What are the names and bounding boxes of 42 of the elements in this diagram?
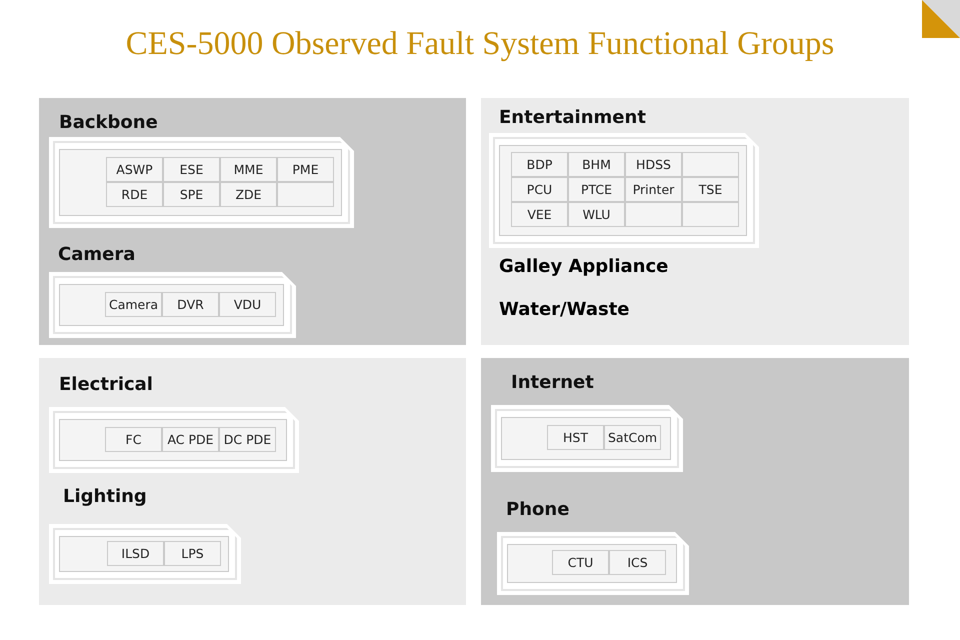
title: CES-5000 Observed Fault System Functional Groups (124, 26, 836, 63)
table-cell: ASWP (106, 157, 163, 182)
quadrant-panel (481, 358, 909, 605)
table-cell: BHM (568, 152, 625, 177)
table-cell: HST (547, 425, 604, 450)
group-heading: Water/Waste (499, 299, 630, 320)
group-heading: Camera (58, 244, 136, 265)
table-cell: ILSD (107, 541, 164, 566)
group-heading: Entertainment (499, 107, 646, 128)
table-cell: PME (277, 157, 334, 182)
quadrant-panel (39, 358, 466, 605)
table-cell: WLU (568, 202, 625, 227)
table-cell: SPE (163, 182, 220, 207)
quadrant-panel (481, 98, 909, 345)
table-cell: HDSS (625, 152, 682, 177)
table-cell: ICS (609, 550, 666, 575)
table-cell: Printer (625, 177, 682, 202)
group-heading: Electrical (59, 374, 153, 395)
table-cell: ESE (163, 157, 220, 182)
table-cell: PTCE (568, 177, 625, 202)
table-cell: MME (220, 157, 277, 182)
table-cell: VEE (511, 202, 568, 227)
table-cell: Camera (105, 292, 162, 317)
group-heading: Lighting (63, 486, 147, 507)
table-cell: DVR (162, 292, 219, 317)
table-cell: CTU (552, 550, 609, 575)
table-cell: RDE (106, 182, 163, 207)
table-cell: LPS (164, 541, 221, 566)
quadrant-panel (39, 98, 466, 345)
group-heading: Backbone (59, 112, 158, 133)
table-cell: TSE (682, 177, 739, 202)
table-cell: FC (105, 427, 162, 452)
table-cell: ZDE (220, 182, 277, 207)
table-cell: BDP (511, 152, 568, 177)
table-cell: VDU (219, 292, 276, 317)
table-cell: PCU (511, 177, 568, 202)
group-heading: Phone (506, 499, 570, 520)
group-heading: Galley Appliance (499, 256, 668, 277)
group-heading: Internet (511, 372, 594, 393)
table-cell: DC PDE (219, 427, 276, 452)
table-cell: SatCom (604, 425, 661, 450)
table-cell: AC PDE (162, 427, 219, 452)
